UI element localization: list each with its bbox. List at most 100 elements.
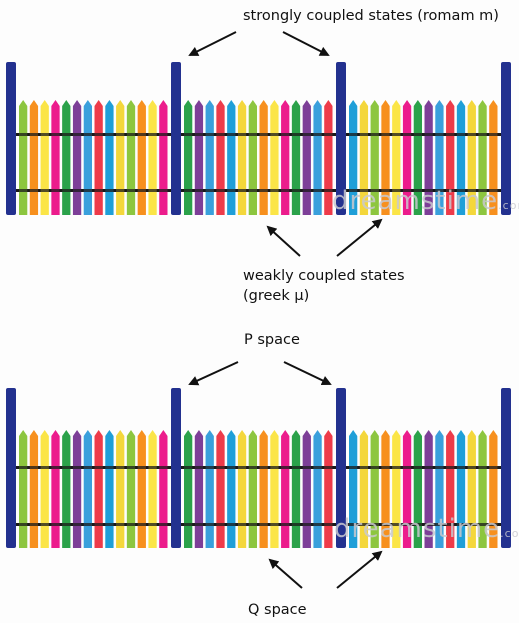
fence-picket: [349, 100, 358, 215]
fence-picket: [435, 430, 444, 548]
fence-picket: [381, 430, 390, 548]
fence-picket: [270, 430, 279, 548]
fence-picket: [137, 100, 146, 215]
arrow-to-right-post: [283, 361, 332, 386]
arrow-up-left: [266, 225, 301, 257]
fence-picket: [40, 430, 49, 548]
fence-post: [6, 388, 16, 548]
watermark-suffix: .com: [500, 527, 519, 540]
watermark-text: dreamstime: [332, 186, 499, 216]
fence-picket: [446, 430, 455, 548]
fence-picket: [302, 430, 311, 548]
fence-post: [336, 388, 346, 548]
fence-picket: [184, 430, 193, 548]
arrows-bottom: [188, 361, 383, 589]
fence-picket: [148, 430, 157, 548]
fence-picket: [105, 430, 114, 548]
fence-picket: [424, 100, 433, 215]
arrow-to-right-post: [282, 31, 330, 56]
fence-picket: [94, 430, 103, 548]
fence-picket: [40, 100, 49, 215]
fence-picket: [392, 100, 401, 215]
fence-picket: [248, 100, 257, 215]
fence-picket: [94, 100, 103, 215]
fence-picket: [194, 430, 204, 548]
fence-picket: [281, 100, 290, 215]
fence-picket: [105, 100, 114, 215]
fence-picket: [19, 100, 28, 215]
fence-picket: [216, 430, 225, 548]
watermark-top: dreamstime.com: [332, 186, 519, 216]
fence-picket: [313, 430, 322, 548]
fence-post: [6, 62, 16, 215]
strong-coupling-label: strongly coupled states (romam m): [243, 8, 499, 24]
fence-picket: [237, 430, 247, 548]
fence-picket: [467, 430, 476, 548]
fence-picket: [281, 430, 290, 548]
fence-picket: [137, 430, 146, 548]
watermark-text: dreamstime: [334, 514, 501, 544]
fence-picket: [413, 100, 422, 215]
fence-picket: [302, 100, 311, 215]
fence-rail-front: [6, 523, 511, 526]
fence-picket: [205, 100, 214, 215]
fence-picket: [478, 430, 487, 548]
fence-picket: [51, 430, 60, 548]
fence-picket: [62, 100, 71, 215]
fence-picket: [51, 100, 60, 215]
arrows-top: [188, 31, 383, 257]
fence-picket: [259, 100, 268, 215]
fence-picket: [370, 430, 379, 548]
fence-picket: [29, 100, 39, 215]
fence-picket: [227, 430, 236, 548]
fence-illustration-bottom: [6, 361, 511, 589]
fence-rail-front: [6, 466, 511, 469]
fence-picket: [216, 100, 225, 215]
fence-picket: [413, 430, 422, 548]
arrow-up-right: [336, 218, 383, 257]
p-space-label: P space: [244, 332, 300, 348]
fence-picket: [435, 100, 444, 215]
weak-coupling-label-line2: (greek μ): [243, 288, 310, 304]
fence-post: [501, 62, 511, 215]
arrow-to-left-post: [188, 31, 237, 56]
arrow-up-right: [336, 550, 383, 589]
fence-picket: [467, 100, 476, 215]
fence-illustration-top: [6, 31, 511, 257]
fence-picket: [324, 430, 333, 548]
fence-picket: [456, 100, 466, 215]
fence-picket: [446, 100, 455, 215]
fence-picket: [29, 430, 39, 548]
fence-picket: [205, 430, 214, 548]
fence-picket: [227, 100, 236, 215]
watermark-suffix: .com: [498, 199, 519, 212]
fence-picket: [324, 100, 333, 215]
fence-picket: [478, 100, 487, 215]
fence-picket: [62, 430, 71, 548]
fence-picket: [456, 430, 466, 548]
fence-picket: [381, 100, 390, 215]
fence-picket: [116, 430, 125, 548]
arrow-to-left-post: [188, 361, 239, 386]
fence-picket: [392, 430, 401, 548]
fence-picket: [126, 430, 136, 548]
fence-picket: [349, 430, 358, 548]
fence-picket: [313, 100, 322, 215]
fence-picket: [270, 100, 279, 215]
fence-picket: [370, 100, 379, 215]
fence-picket: [402, 430, 412, 548]
weak-coupling-label-line1: weakly coupled states: [243, 268, 405, 284]
fence-picket: [489, 100, 498, 215]
fence-rail-front: [6, 189, 511, 192]
fence-picket: [259, 430, 268, 548]
fence-picket: [19, 430, 28, 548]
fence-picket: [194, 100, 204, 215]
fence-picket: [126, 100, 136, 215]
fence-picket: [72, 430, 82, 548]
fence-picket: [291, 430, 301, 548]
fence-picket: [148, 100, 157, 215]
fence-diagram-top: strongly coupled states (romam m) dreams…: [6, 8, 519, 304]
fence-post: [171, 62, 181, 215]
fence-post: [336, 62, 346, 215]
fence-picket: [159, 430, 168, 548]
